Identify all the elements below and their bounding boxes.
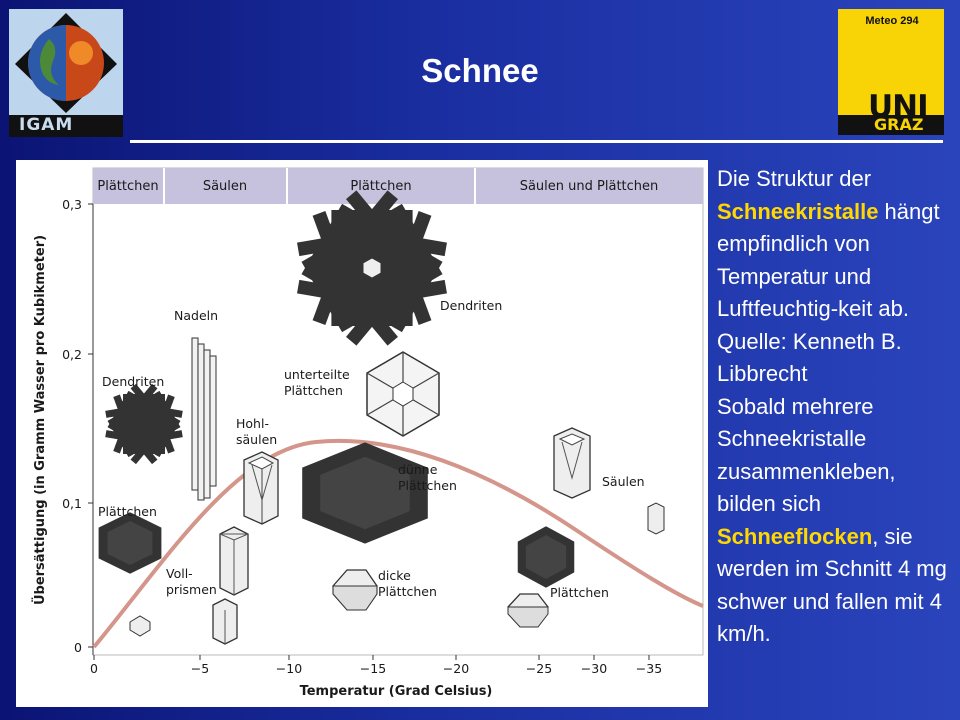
meteo-page-label: Meteo 294 — [865, 15, 919, 27]
y-tick-0-3: 0,3 — [62, 197, 82, 212]
y-axis-label: Übersättigung (in Gramm Wasser pro Kubik… — [32, 235, 48, 605]
y-tick-0-1: 0,1 — [62, 496, 82, 511]
solid-prisms-illustration — [129, 526, 249, 645]
thick-plate-illustration — [332, 569, 378, 611]
band-label-saeulen-und-plaettchen: Säulen und Plättchen — [520, 179, 659, 194]
x-tick-minus-5: −5 — [191, 661, 209, 676]
band-label-saeulen: Säulen — [203, 179, 247, 194]
x-tick-minus-25: −25 — [526, 661, 552, 676]
snow-crystal-diagram: Plättchen Säulen Plättchen Säulen und Pl… — [16, 160, 708, 707]
x-axis-label: Temperatur (Grad Celsius) — [300, 684, 493, 699]
thin-plate-illustration — [330, 465, 400, 521]
saturation-curve — [92, 438, 704, 649]
description-text: Die Struktur der Schneekristalle hängt e… — [717, 163, 953, 651]
label-unterteilte-1: unterteilte — [284, 367, 350, 382]
label-duenne-1: dünne — [398, 462, 438, 477]
label-hohl-2: säulen — [236, 432, 277, 447]
graz-logo-text: GRAZ — [874, 115, 924, 134]
needles-illustration — [191, 337, 217, 501]
igam-logo: IGAM — [9, 9, 123, 137]
y-tick-0-2: 0,2 — [62, 347, 82, 362]
label-dendriten-left: Dendriten — [102, 374, 164, 389]
earth-sun-logo-graphic — [15, 13, 117, 113]
label-nadeln: Nadeln — [174, 308, 218, 323]
band-label-plaettchen-2: Plättchen — [350, 179, 411, 194]
label-unterteilte-2: Plättchen — [284, 383, 343, 398]
y-tick-0: 0 — [74, 640, 82, 655]
dendrite-large-illustration — [315, 210, 428, 326]
label-dendriten-top: Dendriten — [440, 298, 502, 313]
description-part-2: hängt empfindlich von Temperatur und Luf… — [717, 198, 940, 387]
uni-graz-logo: Meteo 294 UNI GRAZ — [838, 9, 944, 135]
x-tick-minus-35: −35 — [636, 661, 662, 676]
thick-plate-right-illustration — [507, 593, 549, 628]
title-divider — [130, 140, 943, 143]
label-plaettchen-left: Plättchen — [98, 504, 157, 519]
description-part-3: Sobald mehrere Schneekristalle zusammenk… — [717, 393, 896, 517]
plate-left-illustration — [113, 526, 148, 560]
x-tick-minus-20: −20 — [443, 661, 469, 676]
x-tick-minus-15: −15 — [360, 661, 386, 676]
x-tick-minus-30: −30 — [581, 661, 607, 676]
description-part-4: , sie werden im Schnitt 4 mg schwer und … — [717, 523, 947, 647]
label-duenne-2: Plättchen — [398, 478, 457, 493]
label-plaettchen-right: Plättchen — [550, 585, 609, 600]
band-label-plaettchen-1: Plättchen — [97, 179, 158, 194]
x-tick-0: 0 — [90, 661, 98, 676]
highlight-schneekristalle: Schneekristalle — [717, 198, 879, 224]
label-dicke-2: Plättchen — [378, 584, 437, 599]
plate-right-illustration — [530, 540, 561, 574]
label-saeulen-right: Säulen — [602, 474, 645, 489]
hollow-column-illustration — [243, 451, 279, 525]
label-voll-1: Voll- — [166, 566, 193, 581]
label-voll-2: prismen — [166, 582, 217, 597]
label-dicke-1: dicke — [378, 568, 411, 583]
band-header — [93, 168, 703, 204]
sectored-plate-illustration — [366, 351, 440, 437]
label-hohl-1: Hohl- — [236, 416, 269, 431]
description-part-1: Die Struktur der — [717, 166, 872, 191]
igam-logo-text: IGAM — [19, 115, 74, 135]
columns-right-illustration — [553, 427, 665, 535]
dendrite-small-illustration — [115, 394, 174, 454]
x-tick-minus-10: −10 — [276, 661, 302, 676]
page-title: Schnee — [421, 52, 539, 89]
highlight-schneeflocken: Schneeflocken — [717, 523, 873, 549]
